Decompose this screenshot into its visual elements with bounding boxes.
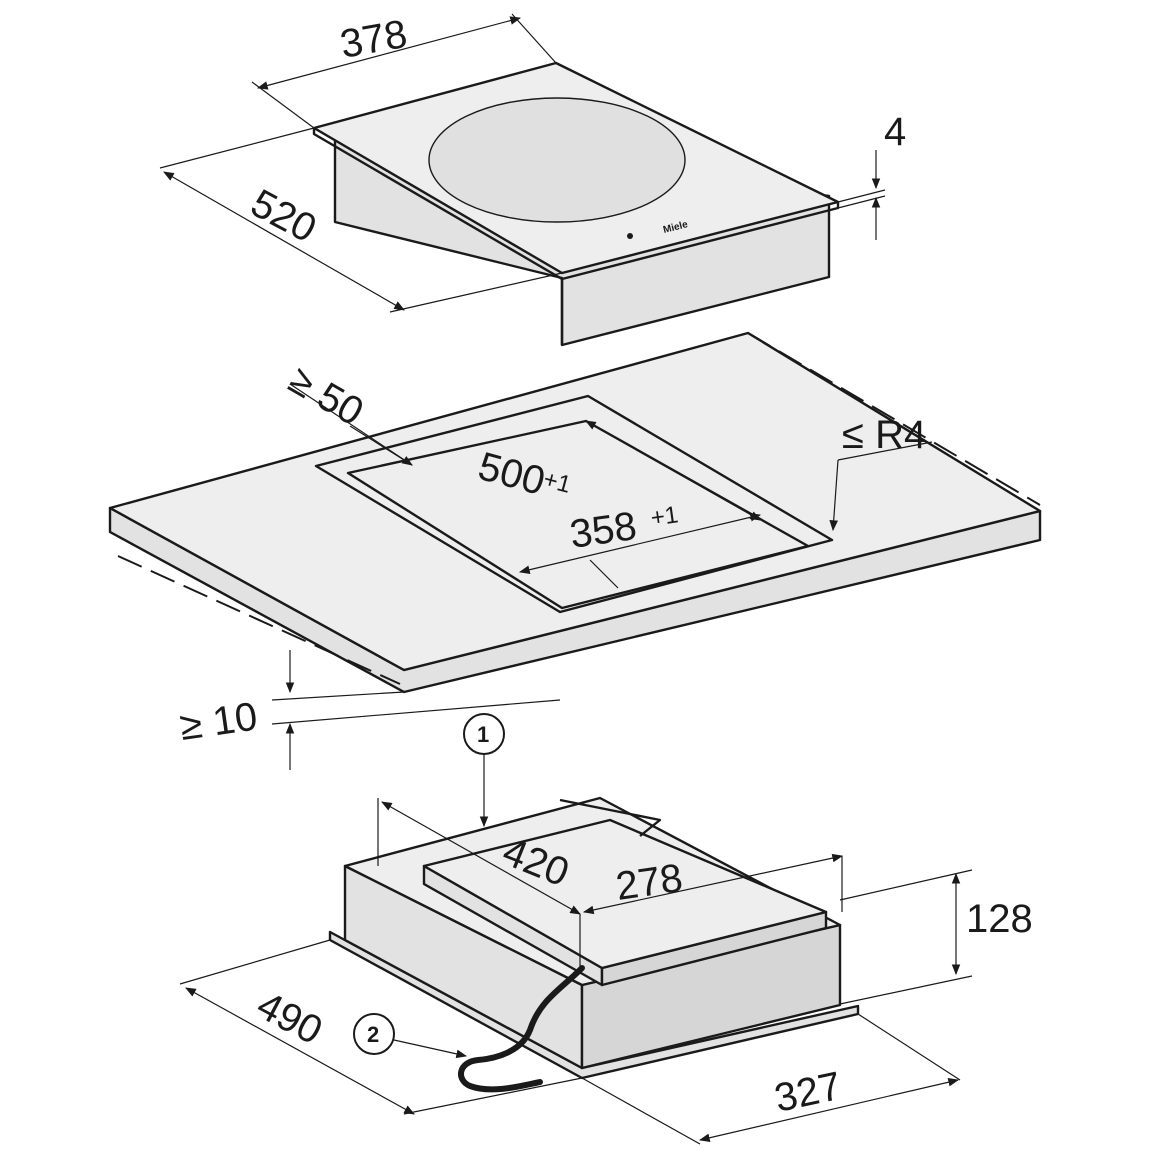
worktop xyxy=(108,331,1042,694)
worktop-surface xyxy=(108,331,1042,672)
dim-housing-height: 128 xyxy=(839,869,1033,1005)
cutout-opening xyxy=(346,419,810,610)
cooking-zone xyxy=(428,97,686,223)
dim-label-520: 520 xyxy=(244,181,324,251)
hob-unit: Miele xyxy=(312,61,840,347)
dim-label-490: 490 xyxy=(250,983,330,1053)
control-dot-icon xyxy=(627,233,633,239)
dim-corner-radius: ≤ R4 xyxy=(829,413,933,532)
dim-label-128: 128 xyxy=(966,897,1033,941)
dim-label-ge10: ≥ 10 xyxy=(177,695,260,749)
callout-1: 1 xyxy=(463,713,505,828)
dim-under-clearance: ≥ 10 xyxy=(177,650,561,770)
dim-label-327: 327 xyxy=(771,1064,845,1121)
cutout-recess xyxy=(314,394,834,614)
callout-2-label: 2 xyxy=(367,1022,379,1047)
dim-label-278: 278 xyxy=(613,856,685,909)
housing-unit xyxy=(328,796,860,1093)
dim-hob-height: 4 xyxy=(837,110,906,240)
dim-housing-width-top: 278 xyxy=(582,853,844,915)
dim-label-r4: ≤ R4 xyxy=(842,413,926,457)
dim-cutout-width: 358 +1 xyxy=(518,501,762,589)
dim-label-ge50: ≥ 50 xyxy=(282,358,371,435)
dim-label-378: 378 xyxy=(337,12,410,67)
dim-label-358: 358 xyxy=(567,504,639,557)
callout-2: 2 xyxy=(353,1013,468,1059)
dim-tol-358: +1 xyxy=(649,501,680,532)
power-cable xyxy=(458,965,585,1093)
dim-label-4: 4 xyxy=(884,110,906,154)
callout-1-label: 1 xyxy=(477,722,489,747)
